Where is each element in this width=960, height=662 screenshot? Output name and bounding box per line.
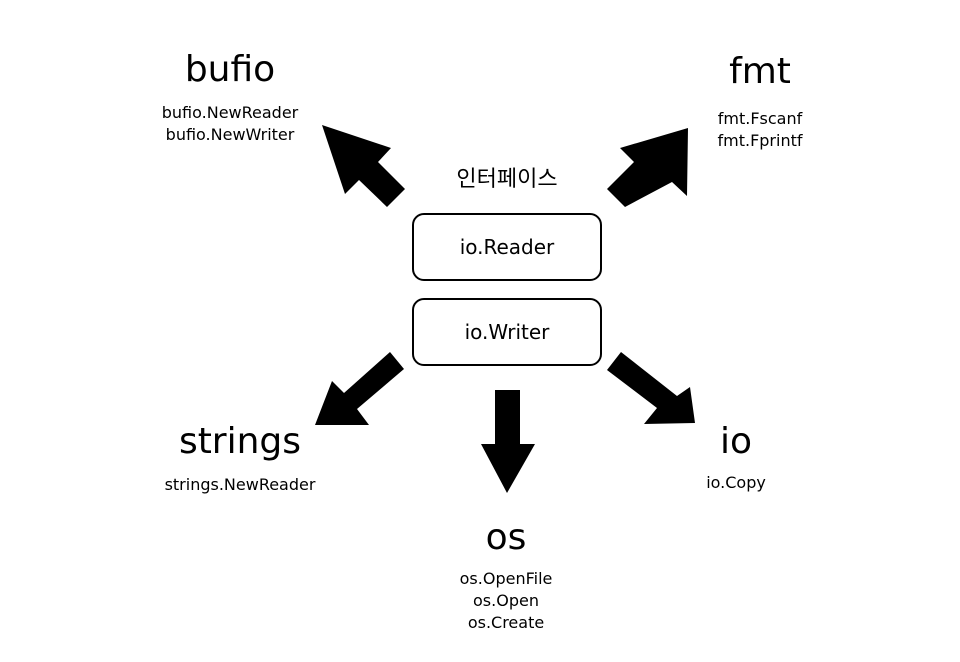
function-name: io.Copy	[706, 473, 766, 492]
package-io: io io.Copy	[676, 422, 796, 494]
function-name: os.OpenFile	[459, 569, 553, 588]
function-list: strings.NewReader	[150, 474, 330, 496]
package-strings: strings strings.NewReader	[150, 422, 330, 496]
function-name: fmt.Fprintf	[717, 131, 803, 150]
arrow-to-io	[607, 352, 695, 424]
package-title: fmt	[729, 51, 791, 92]
package-title: strings	[178, 421, 302, 462]
function-name: bufio.NewWriter	[165, 125, 295, 144]
function-list: os.OpenFile os.Open os.Create	[436, 568, 576, 634]
function-name: fmt.Fscanf	[717, 109, 803, 128]
package-title: bufio	[184, 49, 276, 90]
function-name: strings.NewReader	[164, 475, 316, 494]
package-os: os os.OpenFile os.Open os.Create	[436, 518, 576, 634]
function-name: os.Create	[467, 613, 545, 632]
arrow-to-fmt	[607, 128, 688, 207]
function-list: bufio.NewReader bufio.NewWriter	[150, 102, 310, 146]
interface-box-reader: io.Reader	[412, 213, 602, 281]
function-list: fmt.Fscanf fmt.Fprintf	[680, 108, 840, 152]
package-fmt: fmt fmt.Fscanf fmt.Fprintf	[680, 52, 840, 152]
interface-label: 인터페이스	[456, 167, 558, 192]
package-title: io	[719, 421, 753, 462]
package-bufio: bufio bufio.NewReader bufio.NewWriter	[150, 50, 310, 146]
function-list: io.Copy	[676, 472, 796, 494]
interface-box-writer: io.Writer	[412, 298, 602, 366]
function-name: bufio.NewReader	[161, 103, 299, 122]
package-title: os	[485, 517, 527, 558]
arrow-to-bufio	[322, 125, 405, 207]
arrow-to-strings	[315, 352, 404, 425]
arrow-to-os	[481, 390, 535, 493]
function-name: os.Open	[473, 591, 539, 610]
